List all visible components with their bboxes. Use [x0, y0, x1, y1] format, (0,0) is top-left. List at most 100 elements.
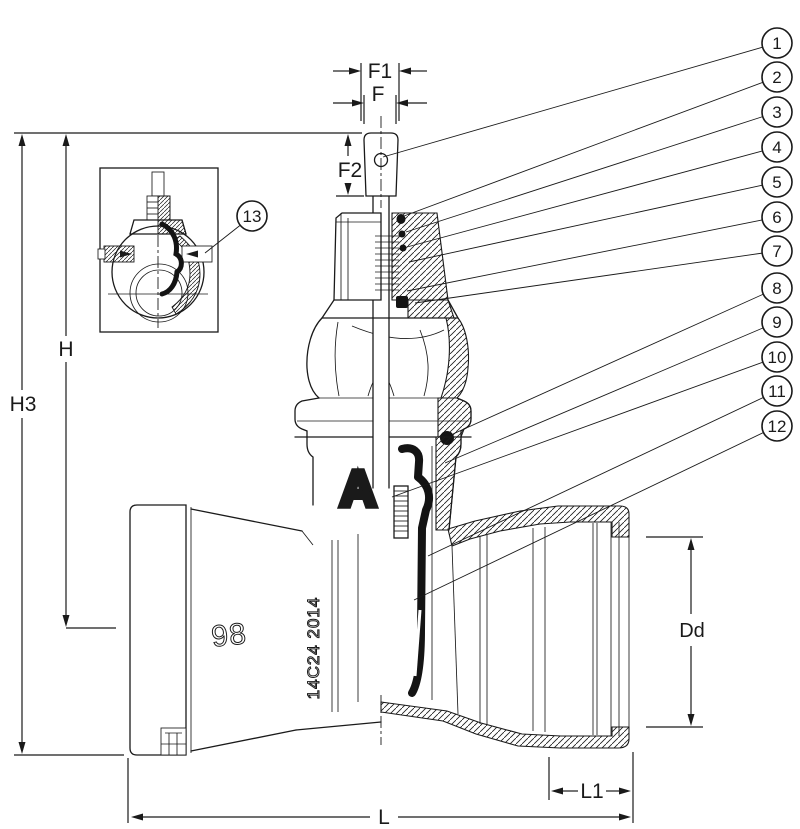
dimension-label-f: F	[372, 83, 385, 106]
stem-oring-2	[398, 230, 406, 238]
dome-shoulder-curve	[351, 325, 445, 339]
body-bottom-line	[295, 721, 382, 731]
inset-bolt	[97, 248, 106, 260]
callout-number-8: 8	[772, 279, 781, 298]
callout-number-4: 4	[772, 138, 781, 157]
dimension-f2: F2	[336, 134, 364, 197]
callout-number-10: 10	[768, 348, 787, 367]
right-socket-section	[380, 505, 630, 749]
socket-bottom-wall	[380, 701, 630, 749]
leader-line-12	[413, 432, 764, 601]
svg-text:A: A	[340, 461, 376, 517]
callout-balloon-5	[761, 166, 793, 198]
dimension-label-f1: F1	[368, 60, 393, 83]
callout-number-7: 7	[772, 242, 781, 261]
callout-balloon-1	[761, 27, 793, 59]
wedge-guide-lines	[331, 446, 433, 712]
valve-main-view: 98 14C24 2014	[129, 116, 630, 756]
inset-right-arrow	[186, 250, 198, 258]
callout-balloon-13	[236, 200, 268, 232]
dome-section-wall	[440, 317, 470, 399]
callout-balloon-8	[761, 272, 793, 304]
inset-wedge-seal	[159, 221, 184, 297]
leader-line-13	[204, 224, 241, 254]
wedge-nut	[393, 485, 409, 539]
leader-line-8	[452, 293, 764, 435]
callout-number-6: 6	[772, 208, 781, 227]
leader-line-11	[427, 397, 764, 557]
dimension-dd: Dd	[646, 536, 705, 728]
callout-number-12: 12	[768, 417, 787, 436]
bonnet-cap-flare	[320, 299, 460, 319]
stem-thread-ribs	[375, 235, 399, 291]
flange-left-profile	[294, 397, 320, 438]
callout-number-11: 11	[768, 382, 786, 401]
callout-balloon-11	[761, 375, 793, 407]
callout-balloon-10	[761, 341, 793, 373]
neck-left-exterior	[333, 212, 382, 301]
callout-number-13: 13	[243, 207, 262, 226]
bell-taper-bottom	[190, 729, 297, 752]
inset-body-circle	[111, 225, 205, 319]
inset-stem	[151, 171, 165, 197]
dimension-label-l1: L1	[580, 780, 603, 803]
cast-mark-size: 98	[210, 617, 249, 654]
dome-inner-curve-1	[334, 321, 340, 397]
callout-balloon-2	[761, 61, 793, 93]
callout-number-2: 2	[772, 68, 781, 87]
lower-body: A A	[306, 436, 462, 531]
leader-line-3	[405, 116, 763, 233]
leader-line-5	[408, 184, 763, 263]
leader-lines	[204, 46, 764, 601]
leader-line-1	[382, 46, 763, 158]
callout-number-3: 3	[772, 103, 781, 122]
wedge-core-slot	[413, 609, 422, 677]
dimension-label-h3: H3	[10, 393, 37, 416]
dimension-f1: F1	[333, 60, 427, 121]
callout-balloon-7	[761, 235, 793, 267]
dimension-label-f2: F2	[338, 159, 363, 182]
inset-neck-section	[157, 195, 171, 221]
dimension-l: L	[127, 758, 631, 829]
svg-text:A: A	[340, 461, 376, 517]
dimension-f: F	[333, 83, 427, 124]
dimensions: F1 F F2 H	[10, 60, 705, 829]
dimension-label-h: H	[58, 338, 73, 361]
leader-line-10	[391, 361, 764, 498]
dimension-label-l: L	[378, 806, 390, 829]
inset-left-arrow	[120, 250, 132, 258]
stem	[363, 116, 399, 745]
stem-oring-3	[399, 244, 407, 252]
dome-left-profile	[306, 317, 323, 399]
body-section-wall	[435, 436, 462, 531]
leader-line-2	[403, 81, 764, 217]
dimension-l1: L1	[548, 752, 634, 823]
body-left-profile	[306, 436, 314, 506]
socket-gasket-rings	[451, 522, 620, 736]
cast-mark-foundry: 14C24 2014	[304, 597, 323, 700]
brand-logo: A A	[337, 458, 379, 520]
dimension-h3: H3	[10, 134, 124, 756]
dimension-h: H	[58, 134, 116, 629]
neck-section-wall	[391, 212, 449, 301]
callout-number-1: 1	[772, 34, 781, 53]
bonnet-neck	[333, 212, 449, 308]
wedge-rubber-seal	[398, 444, 434, 697]
left-bell-socket: 98	[129, 504, 382, 756]
bell-outline	[129, 504, 187, 756]
dome-inner-curve-2	[419, 329, 429, 397]
callout-number-9: 9	[772, 313, 781, 332]
body-right-profile	[448, 436, 462, 531]
cap-flare-outline	[320, 299, 460, 319]
dimension-label-dd: Dd	[679, 620, 705, 642]
inset-bore-inner	[135, 269, 183, 317]
bell-boss-detail	[160, 727, 187, 756]
stem-oring-1	[396, 214, 406, 224]
callout-number-5: 5	[772, 173, 781, 192]
bell-body-join	[301, 530, 314, 546]
flange-section-wall	[437, 397, 472, 438]
callout-balloon-9	[761, 306, 793, 338]
leader-line-4	[406, 150, 763, 248]
